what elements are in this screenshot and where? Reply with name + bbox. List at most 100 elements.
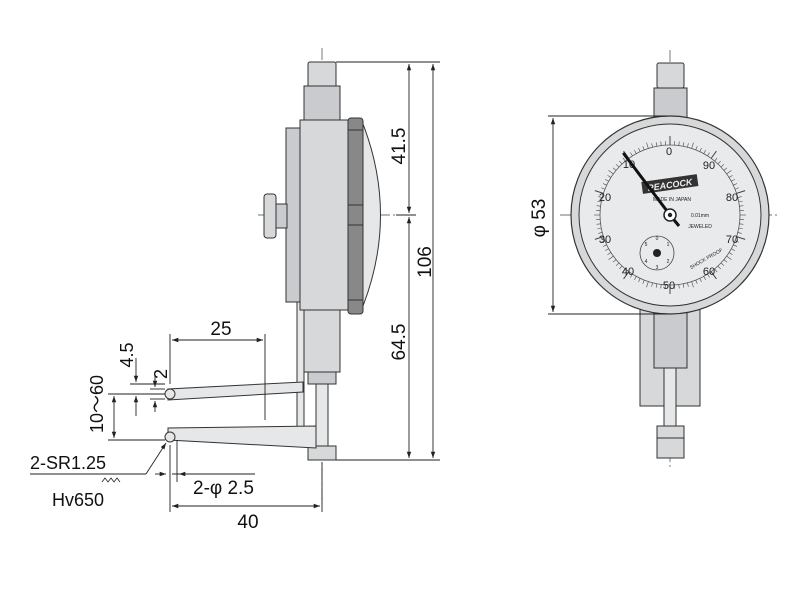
upper-contact — [164, 388, 176, 400]
front-lower-stem — [653, 307, 688, 369]
dim-contact-radius: 2-SR1.25 — [30, 453, 106, 473]
dial-tick — [660, 284, 662, 289]
bottom-cap — [307, 445, 337, 461]
dial-tick — [623, 271, 630, 280]
dial-tick — [634, 150, 637, 154]
dial-number-80: 80 — [726, 192, 738, 204]
dial-tick — [597, 227, 602, 230]
dial-tick — [651, 282, 653, 287]
dial-tick — [720, 164, 725, 168]
dial-tick — [733, 244, 738, 247]
dial-tick — [607, 252, 612, 255]
dial-tick — [594, 236, 604, 240]
adjust-knob — [263, 193, 277, 239]
dial-tick — [714, 268, 718, 273]
dial-tick — [734, 187, 739, 190]
front-top-cap — [656, 62, 685, 89]
dial-tick — [612, 167, 617, 171]
dial-tick — [605, 248, 609, 251]
dial-tick — [638, 147, 641, 152]
dial-tick — [655, 142, 658, 147]
dial-tick — [602, 183, 607, 186]
dim-upper-height: 41.5 — [389, 128, 410, 165]
dim-total-height: 106 — [415, 246, 436, 278]
jeweled-label: JEWELED — [688, 224, 712, 230]
dial-number-10: 10 — [623, 159, 635, 171]
dial-tick — [630, 273, 633, 278]
dial-tick — [596, 205, 601, 207]
dim-contact-diameter: 2-φ 2.5 — [193, 478, 254, 499]
dial-tick — [638, 278, 641, 283]
dial-tick — [601, 187, 606, 190]
dial-tick — [678, 141, 680, 146]
dial-tick — [602, 244, 607, 247]
dial-tick — [634, 276, 637, 280]
dial-tick — [738, 200, 743, 203]
dial-tick — [695, 146, 698, 151]
knob-shaft — [275, 203, 288, 229]
dial-tick — [736, 190, 746, 194]
lower-arm — [167, 425, 317, 449]
lower-contact — [164, 431, 176, 443]
sub-number-4: 4 — [645, 259, 648, 265]
dim-dial-diameter: φ 53 — [529, 199, 550, 238]
dial-tick — [597, 200, 602, 203]
sub-number-5: 5 — [645, 242, 648, 248]
dial-tick — [717, 265, 721, 270]
dial-tick — [615, 262, 620, 266]
sub-number-2: 2 — [667, 259, 670, 265]
dial-tick — [737, 196, 742, 198]
dial-tick — [619, 160, 623, 165]
dial-tick — [739, 223, 744, 225]
resolution-label: 0.01mm — [691, 213, 709, 219]
dial-tick — [710, 150, 717, 159]
dial-number-90: 90 — [703, 160, 715, 172]
dial-tick — [728, 175, 733, 178]
dial-number-30: 30 — [599, 234, 611, 246]
dim-tip-width: 2 — [151, 369, 171, 379]
dial-number-20: 20 — [599, 192, 611, 204]
body-back — [285, 127, 301, 303]
dial-tick — [703, 150, 706, 154]
dial-tick — [612, 259, 617, 263]
dial-tick — [726, 170, 732, 175]
dial-tick — [723, 259, 728, 263]
dial-tick — [601, 240, 606, 243]
dial-tick — [736, 236, 746, 240]
dial-tick — [691, 142, 694, 149]
dial-tick — [622, 157, 626, 162]
dial-number-0: 0 — [666, 146, 672, 158]
gauge-body — [299, 119, 351, 311]
dial-tick — [594, 190, 604, 194]
dim-lower-height: 64.5 — [389, 324, 410, 361]
dial-tick — [642, 279, 645, 284]
dial-tick — [737, 232, 742, 234]
dial-tick — [687, 282, 689, 287]
dial-tick — [608, 170, 614, 175]
dial-tick — [731, 248, 735, 251]
dial-tick — [707, 273, 710, 278]
dial-tick — [687, 143, 689, 148]
dial-tick — [615, 164, 620, 168]
sub-number-1: 1 — [667, 242, 670, 248]
dial-tick — [598, 196, 603, 198]
dial-tick — [655, 283, 658, 288]
dial-number-40: 40 — [622, 266, 634, 278]
dial-tick — [598, 232, 603, 234]
upper-stem — [303, 85, 341, 121]
dial-tick — [596, 223, 601, 225]
dial-tick — [622, 268, 626, 273]
dial-tick — [630, 152, 633, 157]
dial-tick — [695, 279, 698, 284]
lower-stem — [303, 309, 341, 373]
side-view: 106 41.5 64.5 25 40 2-φ 2.5 10～60 4.5 — [30, 48, 440, 533]
dial-tick — [710, 271, 717, 280]
dial-tick — [714, 157, 718, 162]
surface-finish-icon — [101, 477, 121, 483]
sub-pointer-hub — [653, 249, 661, 257]
front-upper-stem — [653, 87, 688, 119]
dim-arm-reach: 25 — [210, 319, 231, 340]
hardness-label: Hv650 — [52, 490, 104, 510]
made-in-label: MADE IN JAPAN — [653, 197, 691, 203]
